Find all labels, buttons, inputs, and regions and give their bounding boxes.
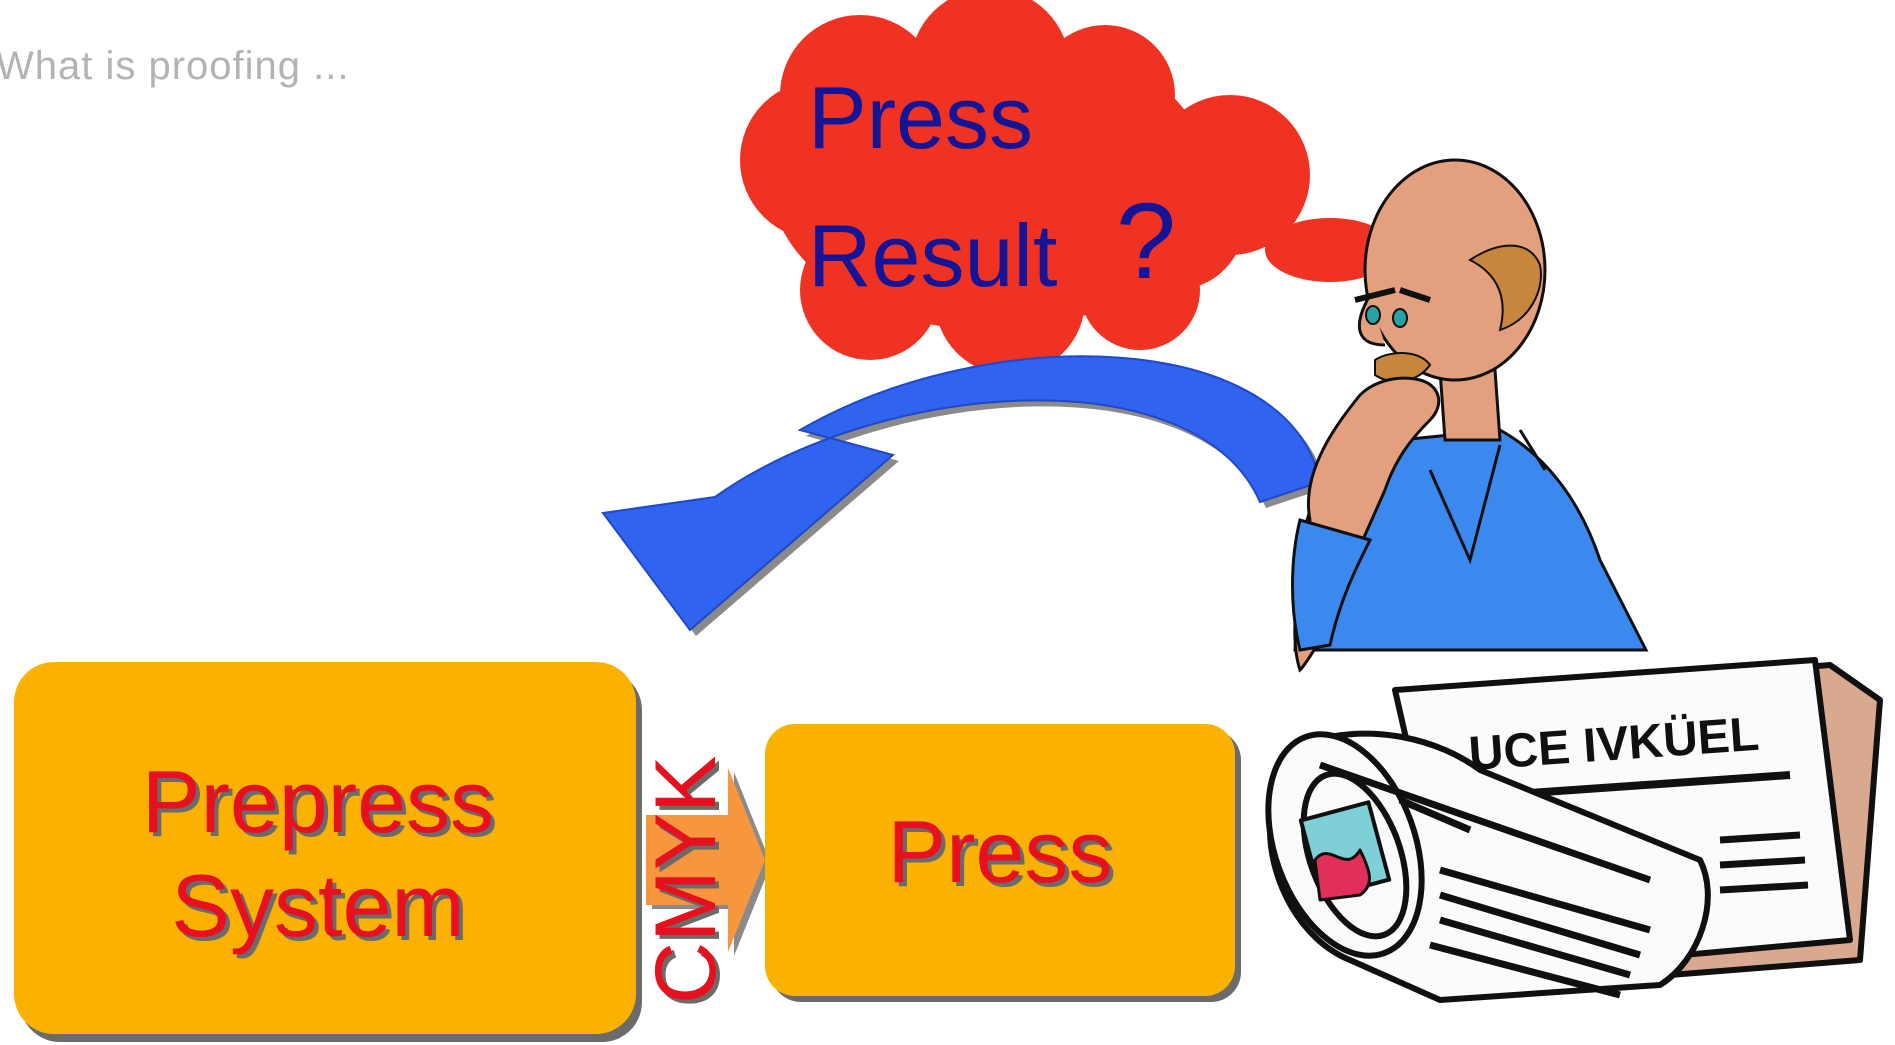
bubble-question-mark: ? — [1116, 180, 1176, 301]
press-box: Press Press — [765, 724, 1241, 1002]
bubble-text-line1: Press — [808, 68, 1033, 167]
feedback-arrow — [603, 356, 1326, 636]
press-label: Press — [888, 802, 1113, 901]
bubble-text-line2: Result — [808, 206, 1057, 305]
cmyk-arrow: CMYK CMYK — [638, 756, 771, 1008]
prepress-label-line1: Prepress — [142, 752, 494, 851]
prepress-label-line2: System — [171, 856, 464, 955]
cmyk-label: CMYK — [638, 756, 734, 1004]
prepress-system-box: Prepress System Prepress System — [14, 662, 642, 1042]
newspaper-illustration: UCE IVKÜEL — [1240, 660, 1880, 1000]
thought-bubble: Press Result ? — [740, 0, 1395, 375]
